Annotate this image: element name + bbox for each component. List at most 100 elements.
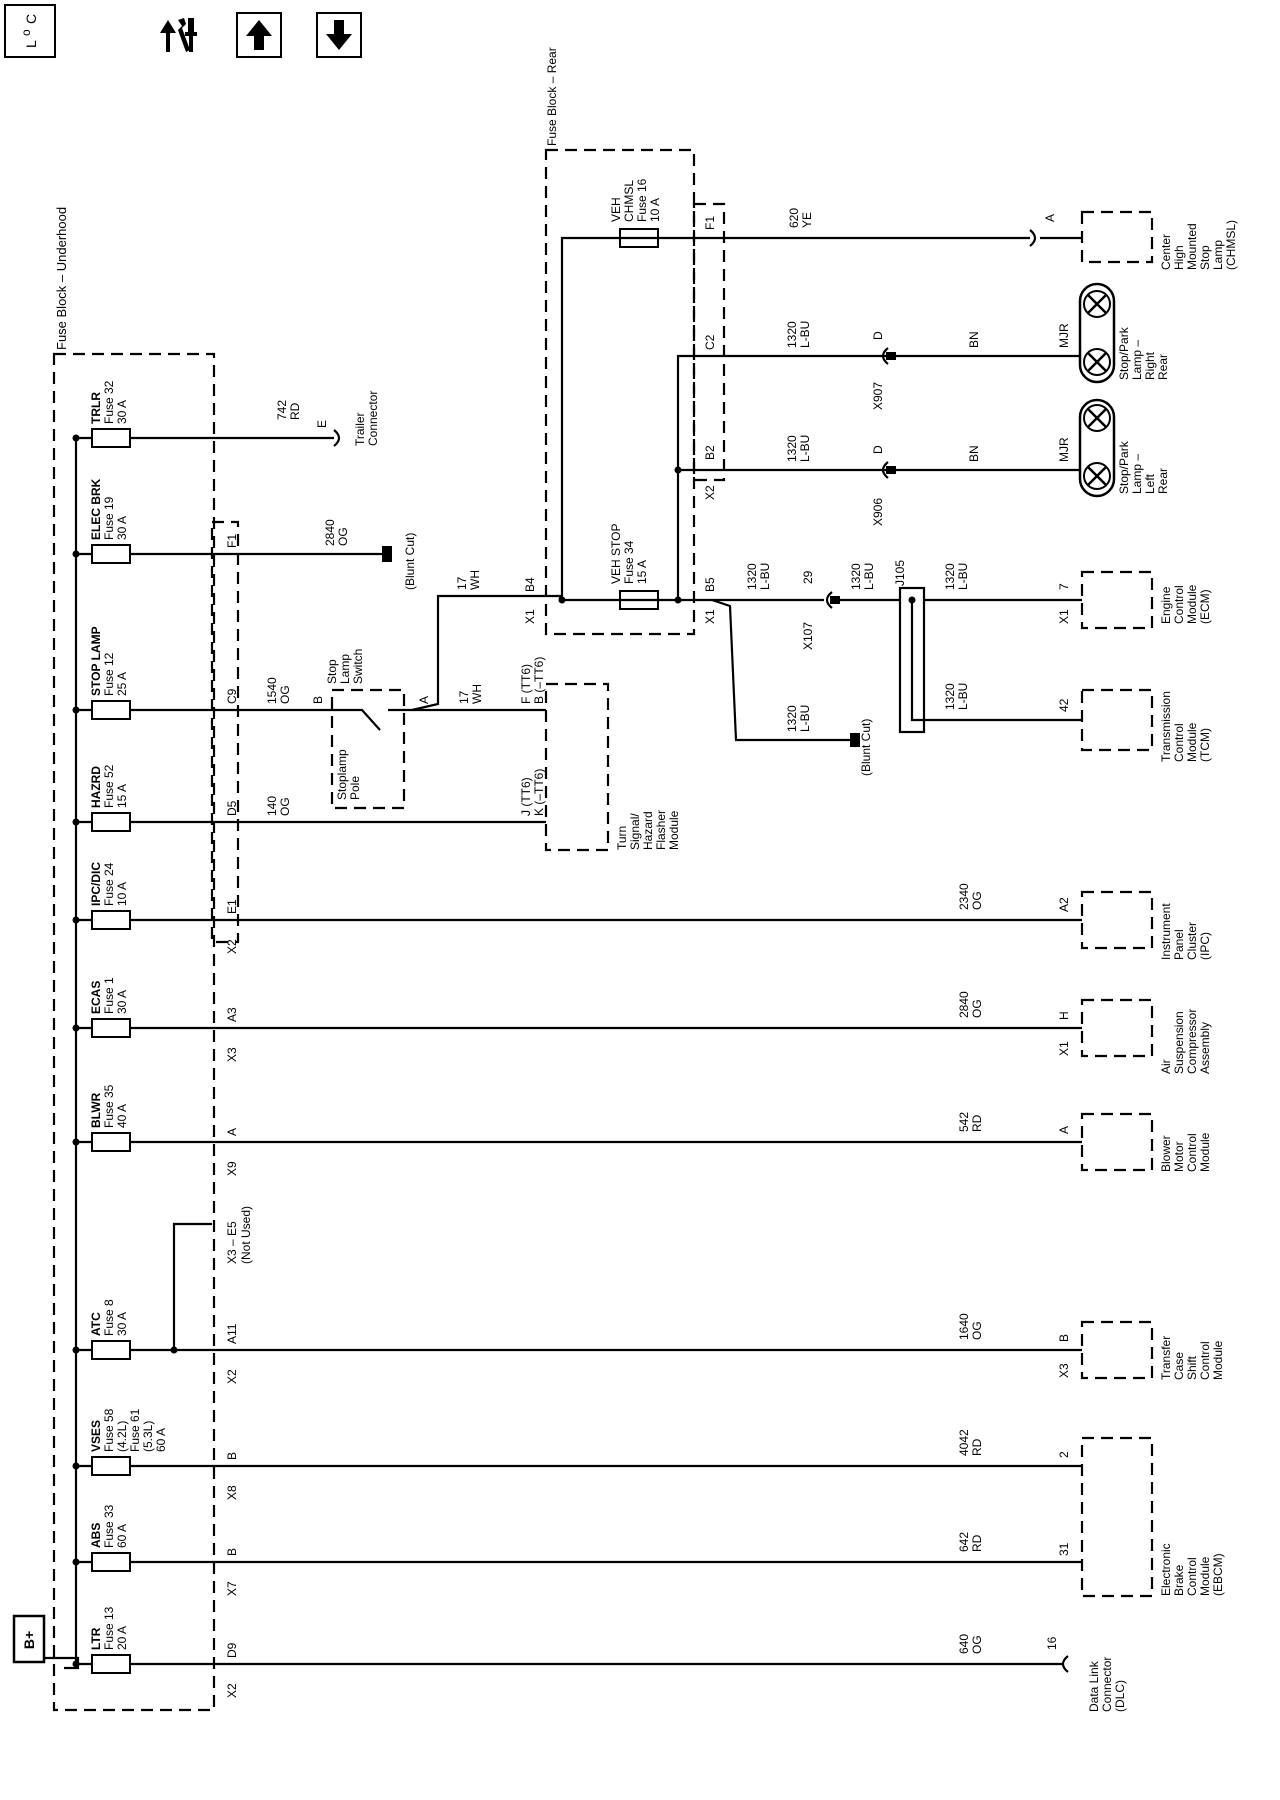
- blunt-cut-label-2: (Blunt Cut): [859, 719, 873, 776]
- wire-tcm: [910, 600, 1082, 722]
- trlr-wire-label: 742RD: [275, 400, 302, 420]
- lr-pin: D: [871, 445, 885, 454]
- fuse-label-4: BLWRFuse 3540 A: [89, 1084, 129, 1128]
- switch-pin-a: A: [417, 696, 431, 704]
- stop-out-wire-label: 17WH: [457, 684, 484, 704]
- fuse-label-8: STOP LAMPFuse 1225 A: [89, 626, 129, 696]
- elec-brk-wire-label: 2840OG: [323, 519, 350, 546]
- fuse-pin-9: F1: [225, 534, 239, 548]
- dlc-pin-label: 16: [1045, 1636, 1059, 1650]
- toolbar: L o C: [0, 0, 400, 80]
- switch-pin-b: B: [311, 696, 325, 704]
- ecm-label: EngineControlModule(ECM): [1159, 584, 1212, 624]
- battery-label: B+: [21, 1631, 37, 1649]
- rear-block-label: Fuse Block – Rear: [545, 47, 559, 146]
- fuse-label-7: HAZRDFuse 5215 A: [89, 764, 129, 808]
- ipc-pin: A2: [1057, 897, 1071, 912]
- lr-lamp-label: Stop/ParkLamp –LeftRear: [1117, 440, 1170, 494]
- dlc-label: Data LinkConnector(DLC): [1087, 1657, 1127, 1712]
- x107-pin: [825, 591, 833, 609]
- rear-pin-x2: X2: [703, 485, 717, 500]
- underhood-inner-connector: [210, 520, 240, 944]
- ebcm-pin-2: 2: [1057, 1451, 1071, 1458]
- flasher-module: [544, 682, 610, 852]
- air-pin: H: [1057, 1011, 1071, 1020]
- blunt2-wire-label: 1320L-BU: [785, 705, 812, 732]
- rear-pin-b2: B2: [703, 445, 717, 460]
- flasher-pin-f: F (TT6)B (–TT6): [519, 657, 546, 704]
- veh-chmsl-label: VEHCHMSLFuse 1610 A: [609, 178, 662, 222]
- fuse-veh-stop: [619, 590, 659, 610]
- left-rear-lamp: [1078, 398, 1116, 498]
- x906-pin: [881, 461, 889, 479]
- tools-glyph: [160, 18, 197, 52]
- ecm-wire-label: 1320L-BU: [943, 563, 970, 590]
- locator-icon[interactable]: L o C: [4, 4, 56, 58]
- fuse-8: STOP LAMPFuse 1225 A C9: [72, 626, 239, 720]
- switch-blade: [340, 708, 381, 731]
- trlr-pin: E: [315, 420, 329, 428]
- chmsl-pin-label: A: [1043, 214, 1057, 222]
- hazard-wire-label: 140OG: [265, 796, 292, 816]
- chmsl-pin: [1029, 229, 1037, 247]
- fuse-pin-7: D5: [225, 800, 239, 816]
- tcm-wire-label: 1320L-BU: [943, 683, 970, 710]
- rr-wire-label: 1320L-BU: [785, 321, 812, 348]
- fuse-10: TRLRFuse 3230 A: [72, 380, 131, 448]
- rr-lamp-label: Stop/ParkLamp –RightRear: [1117, 326, 1170, 380]
- x907-label: X907: [871, 382, 885, 410]
- rr-mjr-label: MJR: [1057, 323, 1071, 348]
- ecm-conn: X1: [1057, 609, 1071, 624]
- x107-out-wire-label: 1320L-BU: [849, 563, 876, 590]
- ecm-box: [1080, 570, 1154, 630]
- right-rear-lamp: [1078, 282, 1116, 384]
- svg-text:o: o: [19, 29, 33, 36]
- dlc-wire-label: 640OG: [957, 1634, 984, 1654]
- fuse-label-2: VSESFuse 58(4.2L)Fuse 61(5.3L)60 A: [89, 1408, 168, 1452]
- lr-bn-label: BN: [967, 445, 981, 462]
- fuse-veh-chmsl: [619, 228, 659, 248]
- rear-pin-x1b: X1: [703, 609, 717, 624]
- ebcm31-wire-label: 642RD: [957, 1532, 984, 1552]
- chmsl-lamp: [1080, 210, 1154, 264]
- dlc-pin: [1061, 1655, 1069, 1673]
- x107-in-wire-label: 1320L-BU: [745, 563, 772, 590]
- fuse-connector-4: X9: [225, 1161, 239, 1176]
- fuse-connector-2: X8: [225, 1485, 239, 1500]
- ipc-wire-label: 2340OG: [957, 883, 984, 910]
- blower-wire-label: 542RD: [957, 1112, 984, 1132]
- chmsl-wire-label: 620YE: [787, 208, 814, 228]
- air-wire-label: 2840OG: [957, 991, 984, 1018]
- tcm-pin: 42: [1057, 698, 1071, 712]
- rear-pin-c2: C2: [703, 334, 717, 350]
- tools-icon[interactable]: [152, 8, 202, 58]
- arrow-up-button[interactable]: [236, 12, 282, 58]
- fuse-pin-8: C9: [225, 688, 239, 704]
- stop-in-wire-label: 1540OG: [265, 677, 292, 704]
- air-box: [1080, 998, 1154, 1058]
- wire-stop-up: [411, 594, 620, 712]
- tccm-pin: B: [1057, 1334, 1071, 1342]
- j105-label: J105: [893, 560, 907, 586]
- stop-up-wire-label: 17WH: [455, 570, 482, 590]
- fuse-pin-2: B: [225, 1452, 239, 1460]
- ebcm-label: ElectronicBrakeControlModule(EBCM): [1159, 1543, 1225, 1596]
- svg-text:C: C: [23, 14, 39, 24]
- trailer-connector-label: TrailerConnector: [353, 391, 380, 446]
- chmsl-label: CenterHighMountedStopLamp(CHMSL): [1159, 220, 1238, 270]
- flasher-pin-j: J (TT6)K (–TT6): [519, 769, 546, 816]
- fuse-9: ELEC BRKFuse 1930 AF1: [72, 478, 239, 564]
- underhood-block-label: Fuse Block – Underhood: [54, 207, 69, 350]
- ipc-box: [1080, 890, 1154, 950]
- rear-pin-b5: B5: [703, 577, 717, 592]
- tcm-label: TransmissionControlModule(TCM): [1159, 691, 1212, 762]
- locator-glyph: L o C: [19, 14, 39, 48]
- fuse-pin-1: B: [225, 1548, 239, 1556]
- arrow-down-button[interactable]: [316, 12, 362, 58]
- fuse-pin-4: A: [225, 1128, 239, 1136]
